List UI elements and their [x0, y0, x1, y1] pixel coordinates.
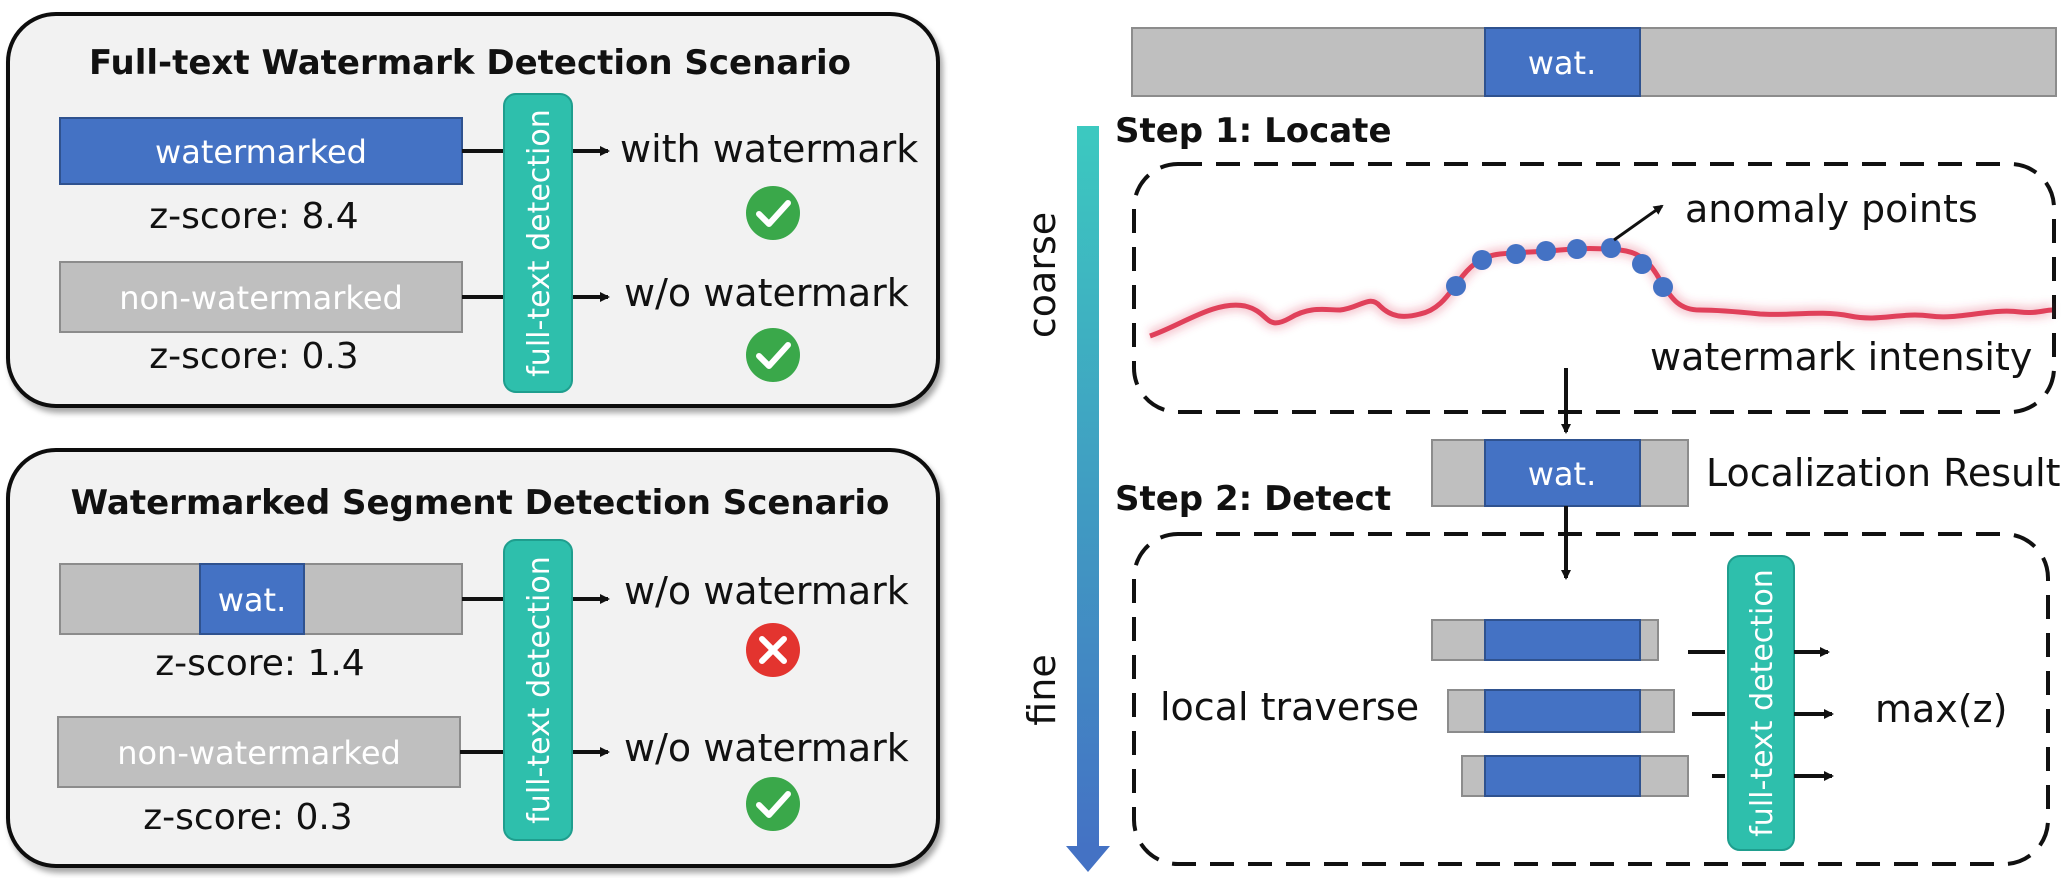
detector-label: full-text detection — [522, 556, 557, 824]
check-icon — [746, 186, 800, 240]
bar-label: wat. — [1528, 44, 1597, 82]
z-score-label: z-score: 1.4 — [155, 643, 364, 684]
anomaly-point — [1472, 250, 1492, 270]
watermarked-text-bar — [59, 117, 463, 185]
watermark-segment — [199, 563, 305, 635]
traverse-label: local traverse — [1160, 685, 1419, 729]
step1-box — [1132, 162, 2056, 414]
anomaly-point — [1632, 254, 1652, 274]
traverse-window — [1447, 689, 1675, 733]
watermark-intensity-curve — [1149, 246, 2053, 339]
segment-scenario-panel: Watermarked Segment Detection Scenario w… — [6, 448, 940, 868]
traverse-window — [1431, 619, 1659, 661]
check-icon — [746, 328, 800, 382]
watermark-segment — [1484, 439, 1641, 507]
axis-label-fine: fine — [1020, 654, 1064, 725]
localization-pipeline: wat. coarse fine Step 1: Locate anomaly … — [1020, 27, 2061, 872]
panel-title: Full-text Watermark Detection Scenario — [89, 43, 851, 83]
cross-icon — [746, 623, 800, 677]
localization-label: Localization Result — [1706, 451, 2061, 495]
traverse-window — [1461, 755, 1689, 797]
detector-label: full-text detection — [1745, 569, 1780, 837]
z-score-label: z-score: 0.3 — [143, 797, 352, 838]
bar-label: wat. — [1528, 455, 1597, 493]
anomaly-label: anomaly points — [1685, 187, 1978, 231]
bar-label: non-watermarked — [117, 734, 401, 772]
detector-label: full-text detection — [522, 109, 557, 377]
bar-label: non-watermarked — [119, 279, 403, 317]
result-label: w/o watermark — [624, 271, 909, 315]
z-score-label: z-score: 0.3 — [149, 336, 358, 377]
anomaly-point — [1567, 239, 1587, 259]
step1-title: Step 1: Locate — [1115, 111, 1392, 151]
curve-label: watermark intensity — [1650, 335, 2032, 379]
anomaly-point — [1536, 241, 1556, 261]
panel-title: Watermarked Segment Detection Scenario — [71, 483, 890, 523]
anomaly-point — [1601, 238, 1621, 258]
full-text-detector-box — [503, 93, 573, 393]
anomaly-point — [1446, 276, 1466, 296]
result-label: w/o watermark — [624, 569, 909, 613]
anomaly-point — [1506, 244, 1526, 264]
anomaly-points — [1446, 238, 1673, 297]
non-watermarked-text-bar — [59, 261, 463, 333]
coarse-to-fine-arrow — [1066, 126, 1110, 872]
step2-title: Step 2: Detect — [1115, 479, 1391, 519]
bar-label: watermarked — [155, 133, 367, 171]
step2-box — [1132, 532, 2050, 866]
z-score-label: z-score: 8.4 — [149, 196, 358, 237]
anomaly-point — [1653, 277, 1673, 297]
check-icon — [746, 777, 800, 831]
full-text-detector-box — [1727, 555, 1795, 851]
bar-label: wat. — [218, 581, 287, 619]
full-text-scenario-panel: Full-text Watermark Detection Scenario w… — [6, 12, 940, 408]
max-z-label: max(z) — [1875, 687, 2007, 731]
non-watermarked-text-bar — [57, 716, 461, 788]
result-label: with watermark — [620, 127, 918, 171]
result-label: w/o watermark — [624, 726, 909, 770]
axis-label-coarse: coarse — [1020, 212, 1064, 338]
full-text-detector-box — [503, 539, 573, 841]
arrow-icon — [1613, 204, 1664, 242]
watermark-segment — [1484, 27, 1641, 97]
